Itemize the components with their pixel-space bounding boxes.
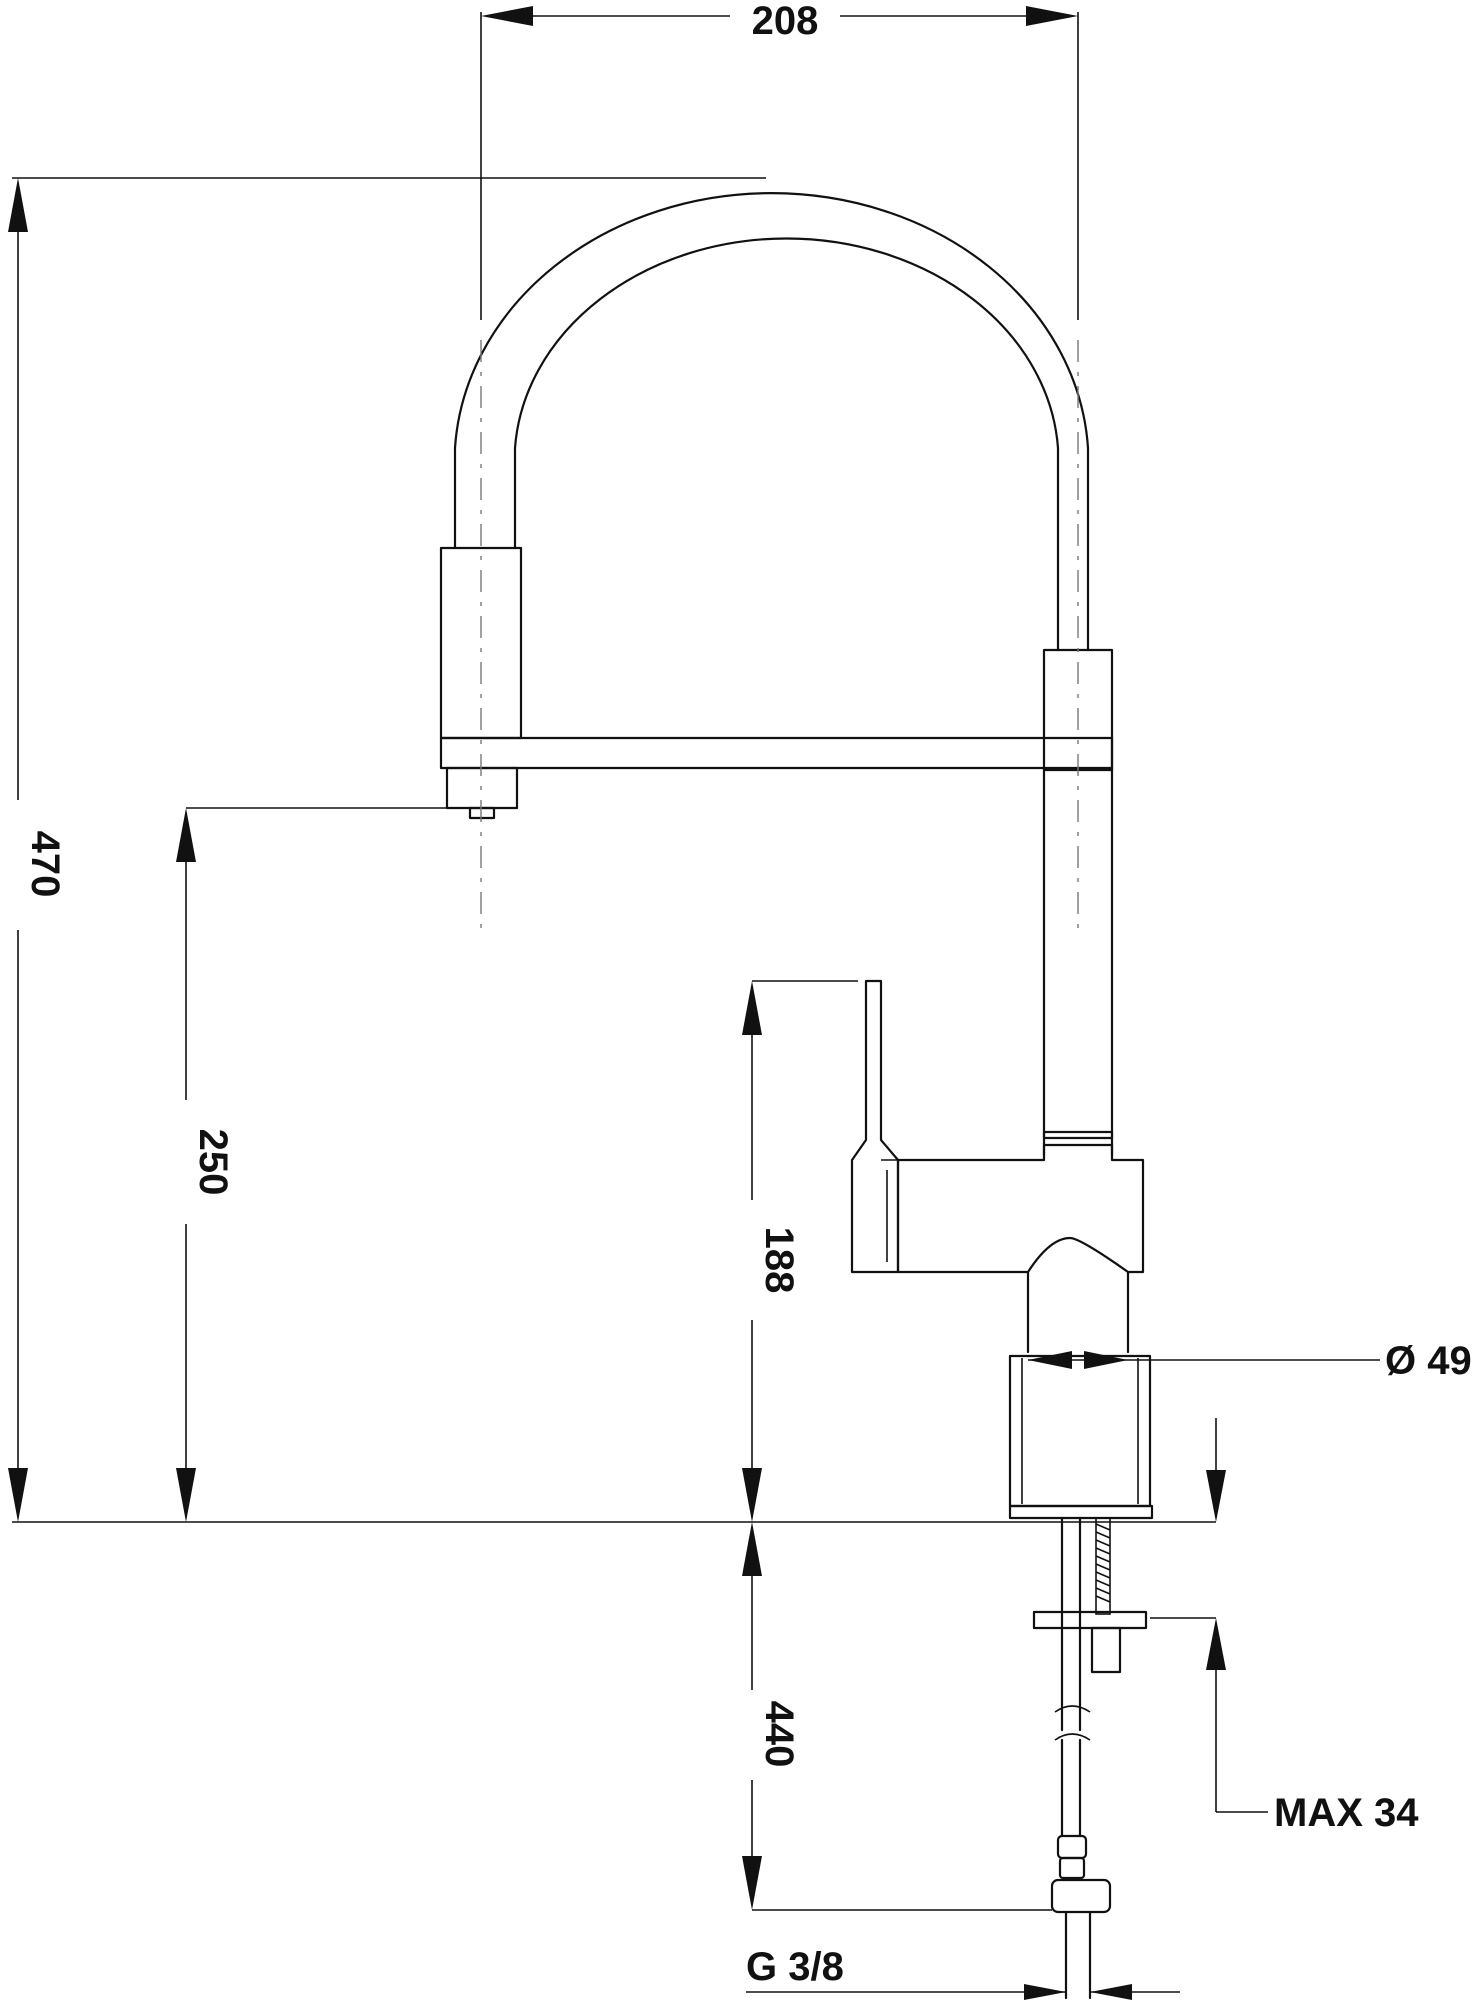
column-ring <box>1042 1130 1114 1140</box>
lever-handle <box>850 979 900 1274</box>
spray-nozzle-tip <box>468 806 496 820</box>
dimension-max-thickness-label: MAX 34 <box>1274 1791 1419 1835</box>
dimension-overall-height-label: 470 <box>23 831 67 898</box>
dimension-max-thickness: MAX 34 <box>1150 1418 1419 1835</box>
dimension-overall-height: 470 <box>8 177 1216 1523</box>
mounting-plate <box>1032 1610 1148 1630</box>
dimension-hose-length-label: 440 <box>757 1701 801 1768</box>
dimension-handle-height: 188 <box>742 980 858 1522</box>
threaded-rod <box>1095 1517 1111 1615</box>
base-flange <box>1008 1504 1154 1520</box>
spout-arc-outer <box>453 192 1090 652</box>
connecting-bar <box>439 736 1114 770</box>
fixing-nut <box>1090 1626 1122 1674</box>
dimension-base-diameter-label: Ø 49 <box>1385 1339 1472 1383</box>
dimension-hose-length: 440 <box>742 1522 1052 1911</box>
mixer-body <box>896 1143 1145 1274</box>
hose-crimp-2 <box>1058 1856 1086 1880</box>
dimension-width: 208 <box>480 0 1079 320</box>
hose-break-1 <box>1054 1705 1091 1713</box>
dimension-thread-label: G 3/8 <box>746 1945 844 1989</box>
hose-break-2 <box>1054 1733 1091 1741</box>
hose-crimp <box>1056 1834 1088 1860</box>
spout-arc-inner <box>513 237 1060 652</box>
connection-nut <box>1050 1878 1112 1914</box>
base-cylinder <box>1008 1354 1152 1508</box>
dimension-thread: G 3/8 <box>746 1945 1180 2000</box>
dimension-handle-height-label: 188 <box>757 1227 801 1294</box>
dimension-spout-height-label: 250 <box>191 1129 235 1196</box>
dimension-spout-height: 250 <box>176 807 468 1522</box>
center-lines <box>480 340 1079 930</box>
spray-nozzle <box>445 766 519 810</box>
dimension-base-diameter: Ø 49 <box>1028 1339 1472 1383</box>
faucet-outline <box>439 192 1154 2000</box>
dimension-width-label: 208 <box>752 0 819 43</box>
